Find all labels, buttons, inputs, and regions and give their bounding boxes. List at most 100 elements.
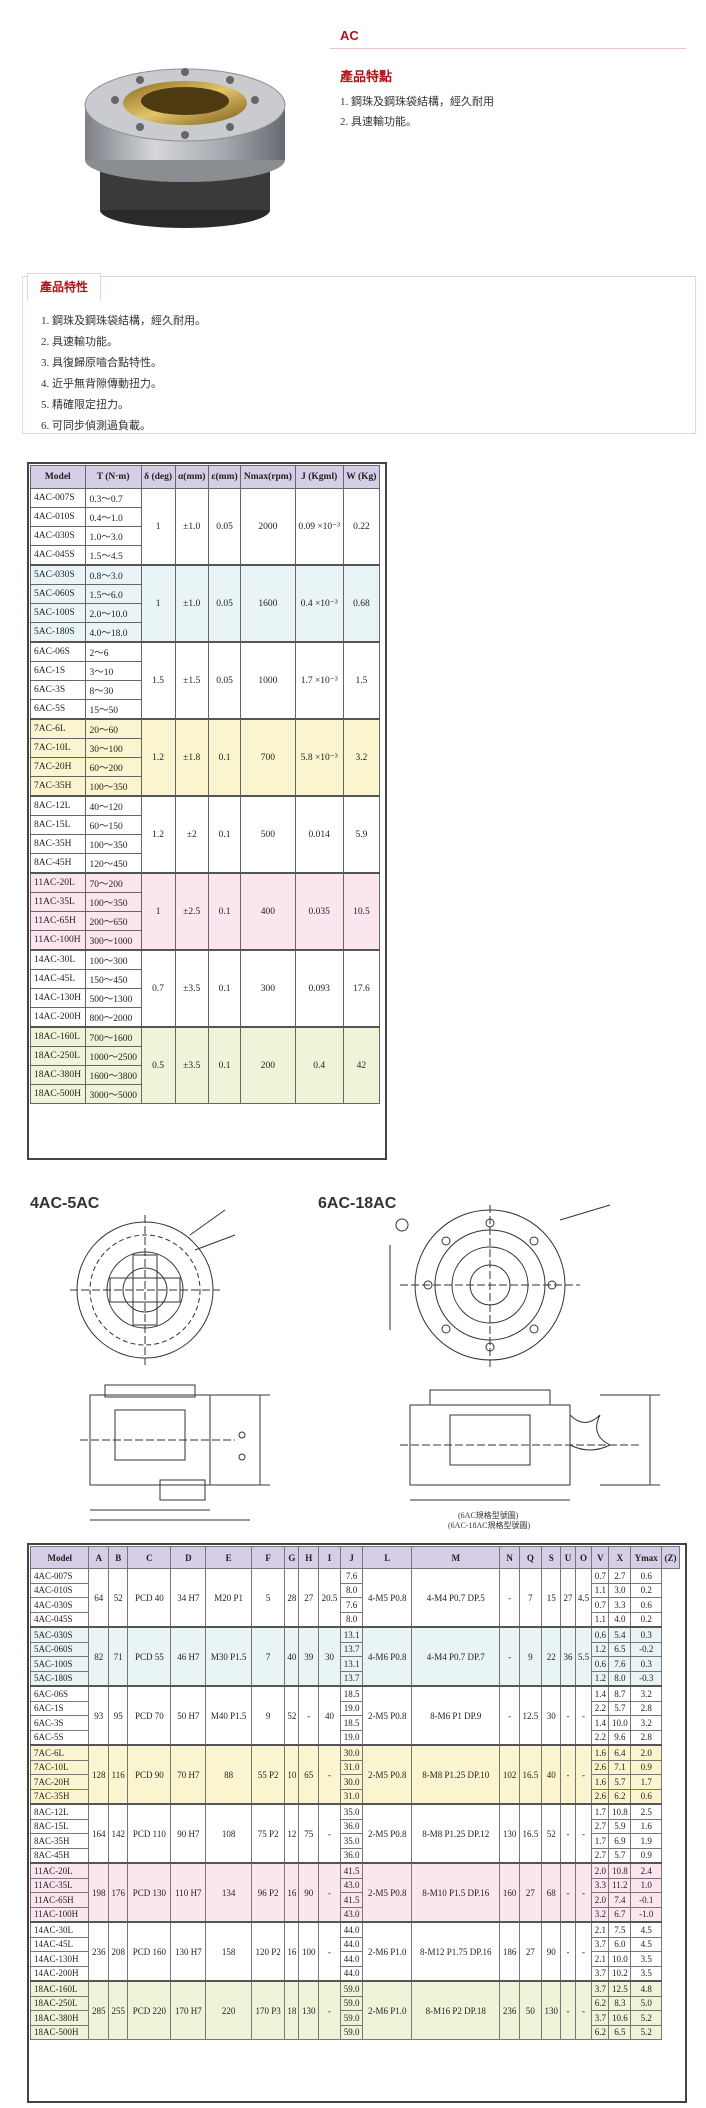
- model-cell: 14AC-30L: [29, 1921, 90, 1938]
- dim-cell: 12.5: [518, 1685, 542, 1746]
- dim-cell: 1.2: [591, 1670, 610, 1687]
- dim-cell: 90 H7: [170, 1803, 207, 1864]
- dim-cell: 18.5: [340, 1685, 364, 1702]
- dim-cell: 0.2: [630, 1611, 663, 1628]
- spec-cell: ±1.5: [174, 641, 209, 720]
- spec-cell: 0.1: [207, 795, 242, 874]
- dim-cell: 10.0: [608, 1951, 632, 1967]
- dim-cell: 2-M6 P1.0: [362, 1921, 413, 1982]
- dim-cell: 134: [205, 1862, 252, 1923]
- model-cell: 6AC-3S: [30, 680, 86, 700]
- spec-cell: 0.1: [207, 872, 242, 951]
- dim-cell: 59.0: [340, 2010, 364, 2026]
- dim-cell: 170 P3: [250, 1980, 286, 2040]
- dim-cell: 19.0: [340, 1729, 364, 1746]
- torque-cell: 3～10: [84, 661, 142, 681]
- dim-cell: 44.0: [340, 1921, 364, 1938]
- dim-cell: 4-M5 P0.8: [362, 1568, 413, 1628]
- model-cell: 11AC-35L: [29, 1877, 90, 1893]
- dim-cell: 7: [518, 1568, 542, 1628]
- dim-cell: 6.5: [608, 2024, 632, 2040]
- torque-cell: 2.0～10.0: [84, 603, 142, 623]
- dim-cell: 1.7: [630, 1774, 663, 1790]
- model-cell: 7AC-10L: [30, 738, 86, 758]
- model-cell: 14AC-45L: [30, 969, 86, 989]
- spec-cell: 0.035: [294, 872, 344, 951]
- drawing-label-left: 4AC-5AC: [30, 1195, 100, 1212]
- model-cell: 11AC-65H: [30, 911, 86, 931]
- spec-cell: 0.09 ×10⁻³: [294, 488, 344, 566]
- list-item: 1. 鋼珠及鋼珠袋結構，經久耐用: [340, 96, 494, 108]
- header-feature-list: 1. 鋼珠及鋼珠袋結構，經久耐用 2. 具速輸功能。: [340, 92, 494, 132]
- model-cell: 4AC-007S: [30, 488, 86, 508]
- dim-cell: M40 P1.5: [205, 1685, 252, 1746]
- spec-cell: 5.9: [342, 795, 381, 874]
- torque-cell: 500～1300: [84, 988, 142, 1008]
- dim-cell: 90: [298, 1862, 319, 1923]
- dim-cell: 52: [107, 1568, 129, 1628]
- dim-cell: -: [317, 1803, 342, 1864]
- dim-cell: 6.4: [608, 1744, 632, 1761]
- spec-cell: 0.093: [294, 949, 344, 1028]
- dim-cell: 170 H7: [170, 1980, 207, 2040]
- product-image: [84, 68, 286, 228]
- dim-cell: 7.6: [608, 1656, 632, 1672]
- torque-cell: 4.0～18.0: [84, 622, 142, 643]
- dim-cell: 4.0: [608, 1611, 632, 1628]
- dim-cell: 13.1: [340, 1626, 364, 1643]
- spec-cell: 0.05: [207, 564, 242, 643]
- dim-cell: 16: [284, 1921, 300, 1982]
- model-cell: 5AC-060S: [30, 584, 86, 604]
- spec-cell: 1: [140, 872, 176, 951]
- dim-cell: 142: [107, 1803, 129, 1864]
- dim-cell: 7.4: [608, 1892, 632, 1908]
- model-cell: 14AC-30L: [30, 949, 86, 970]
- dim-cell: 1.7: [591, 1833, 610, 1849]
- col-header: J: [340, 1546, 364, 1569]
- spec-cell: 0.7: [140, 949, 176, 1028]
- dim-cell: 3.2: [591, 1906, 610, 1923]
- model-cell: 11AC-65H: [29, 1892, 90, 1908]
- dim-cell: 5.5: [574, 1626, 593, 1687]
- col-header: T (N·m): [84, 465, 142, 489]
- torque-cell: 70～200: [84, 872, 142, 893]
- dim-cell: 3.3: [608, 1597, 632, 1613]
- model-cell: 8AC-45H: [30, 853, 86, 874]
- model-cell: 8AC-35H: [29, 1833, 90, 1849]
- dim-cell: 12.5: [608, 1980, 632, 1997]
- model-cell: 8AC-12L: [30, 795, 86, 816]
- dim-cell: 7.6: [340, 1568, 364, 1584]
- torque-cell: 1000～2500: [84, 1046, 142, 1066]
- dim-cell: 8.0: [340, 1582, 364, 1598]
- dim-cell: 10.2: [608, 1965, 632, 1982]
- dim-cell: 0.3: [630, 1656, 663, 1672]
- dim-cell: 2.7: [591, 1847, 610, 1864]
- col-header: W (Kg): [342, 465, 381, 489]
- dim-cell: 2-M5 P0.8: [362, 1744, 413, 1805]
- dim-cell: 2.7: [591, 1818, 610, 1834]
- dim-cell: 236: [88, 1921, 109, 1982]
- dim-cell: 4-M4 P0.7 DP.5: [411, 1568, 501, 1628]
- model-cell: 4AC-030S: [29, 1597, 90, 1613]
- feature-list: 1. 鋼珠及鋼珠袋結構，經久耐用。 2. 具速輸功能。 3. 具復歸原嚙合點特性…: [41, 311, 206, 437]
- dim-cell: 0.6: [591, 1656, 610, 1672]
- dim-cell: 130: [499, 1803, 520, 1864]
- dim-cell: -: [317, 1744, 342, 1805]
- model-cell: 8AC-15L: [30, 815, 86, 835]
- dim-cell: 2.4: [630, 1862, 663, 1879]
- dim-cell: 65: [298, 1744, 319, 1805]
- model-cell: 4AC-007S: [29, 1568, 90, 1584]
- spec-cell: ±1.0: [174, 488, 209, 566]
- dim-cell: -: [499, 1626, 520, 1687]
- torque-cell: 30～100: [84, 738, 142, 758]
- tab-features[interactable]: 產品特性: [27, 273, 101, 301]
- torque-cell: 300～1000: [84, 930, 142, 951]
- torque-cell: 40～120: [84, 795, 142, 816]
- dim-cell: 3.2: [630, 1715, 663, 1731]
- dim-cell: 3.7: [591, 1936, 610, 1952]
- dim-cell: -: [574, 1980, 593, 2040]
- model-cell: 5AC-100S: [29, 1656, 90, 1672]
